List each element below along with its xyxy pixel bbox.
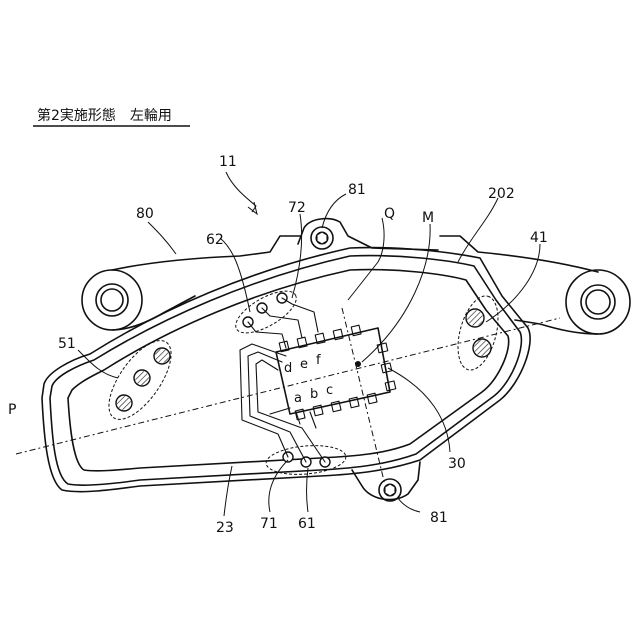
pin-label-b: b <box>310 387 318 402</box>
label-23: 23 <box>216 520 234 536</box>
pin-label-c: c <box>326 383 333 398</box>
label-72: 72 <box>288 200 306 216</box>
label-202: 202 <box>488 186 515 202</box>
label-p: P <box>8 402 16 418</box>
label-q: Q <box>384 206 395 222</box>
figure-title: 第2実施形態 左輪用 <box>37 107 172 124</box>
right-terminal-cluster <box>451 292 505 375</box>
pin-label-e: e <box>300 357 308 372</box>
label-62: 62 <box>206 232 224 248</box>
top-bolt-lug <box>298 219 438 250</box>
label-m: M <box>422 210 434 226</box>
pin-label-f: f <box>316 353 321 368</box>
label-80: 80 <box>136 206 154 222</box>
center-point-m <box>355 361 361 367</box>
axis-p-line <box>16 318 560 454</box>
left-terminal-cluster <box>97 331 183 429</box>
pin-label-a: a <box>294 391 302 406</box>
left-mounting-arm <box>82 236 300 330</box>
label-51: 51 <box>58 336 76 352</box>
label-71: 71 <box>260 516 278 532</box>
label-61: 61 <box>298 516 316 532</box>
label-11: 11 <box>219 154 237 170</box>
label-81-top: 81 <box>348 182 366 198</box>
label-81-bottom: 81 <box>430 510 448 526</box>
label-41: 41 <box>530 230 548 246</box>
pin-label-d: d <box>284 361 292 376</box>
label-30: 30 <box>448 456 466 472</box>
